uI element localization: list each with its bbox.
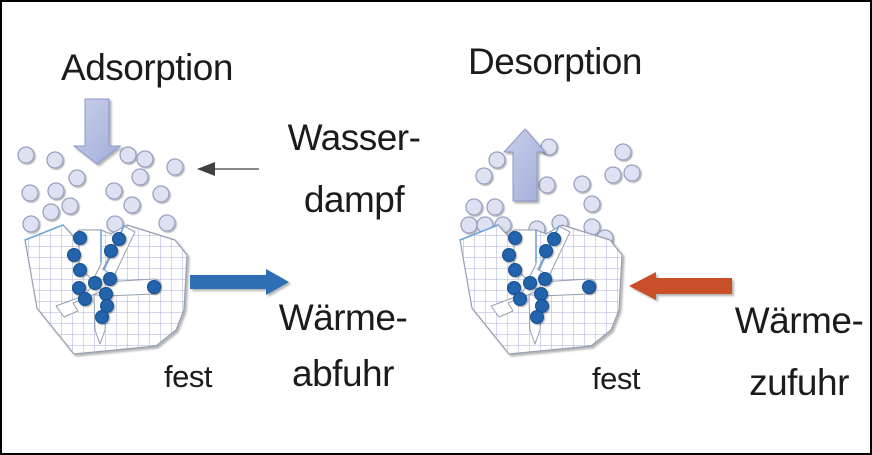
molecule-dot — [166, 158, 184, 176]
molecule-dot — [604, 166, 622, 184]
molecule-dot — [21, 184, 39, 202]
molecule-dot — [136, 150, 154, 168]
molecule-dot — [475, 167, 493, 185]
molecule-dot — [105, 182, 123, 200]
vapor-down-arrow-icon — [72, 98, 122, 165]
right-adsorbed-molecules — [502, 231, 596, 324]
molecule-dot — [523, 276, 537, 290]
vapor-pointer-arrow-icon — [197, 162, 259, 176]
molecule-dot — [131, 168, 149, 186]
molecule-dot — [72, 281, 86, 295]
molecule-dot — [573, 175, 591, 193]
molecule-dot — [73, 231, 87, 245]
molecule-dot — [112, 232, 126, 246]
molecule-dot — [582, 280, 596, 294]
molecule-dot — [123, 196, 141, 214]
heat-supply-label-line1: Wärme- — [734, 300, 864, 341]
molecule-dot — [147, 280, 161, 294]
molecule-dot — [530, 310, 544, 324]
solid-label-left: fest — [164, 359, 212, 394]
molecule-dot — [22, 215, 40, 233]
heat-supply-arrow-icon — [629, 272, 732, 300]
molecule-dot — [158, 214, 176, 232]
molecule-dot — [488, 151, 506, 169]
molecule-dot — [67, 248, 81, 262]
solid-label-right: fest — [592, 361, 640, 396]
heat-supply-label-line2: zufuhr — [749, 362, 849, 403]
molecule-dot — [73, 263, 87, 277]
molecule-dot — [540, 138, 558, 156]
molecule-dot — [508, 263, 522, 277]
molecule-dot — [42, 203, 60, 221]
molecule-dot — [623, 164, 641, 182]
molecule-dot — [47, 182, 65, 200]
molecule-dot — [539, 244, 553, 258]
vapor-label-line1: Wasser- — [287, 117, 421, 158]
molecule-dot — [508, 231, 522, 245]
molecule-dot — [104, 244, 118, 258]
desorption-title: Desorption — [468, 41, 642, 82]
heat-removal-label-line1: Wärme- — [278, 297, 408, 338]
molecule-dot — [61, 197, 79, 215]
vapor-label-line2: dampf — [303, 179, 405, 220]
molecule-dot — [78, 292, 92, 306]
molecule-dot — [103, 272, 117, 286]
molecule-dot — [88, 276, 102, 290]
left-adsorbed-molecules — [67, 231, 161, 324]
molecule-dot — [95, 310, 109, 324]
molecule-dot — [614, 143, 632, 161]
molecule-dot — [513, 292, 527, 306]
molecule-dot — [538, 272, 552, 286]
molecule-dot — [538, 176, 556, 194]
molecule-dot — [547, 232, 561, 246]
molecule-dot — [502, 248, 516, 262]
molecule-dot — [507, 281, 521, 295]
molecule-dot — [583, 195, 601, 213]
molecule-dot — [465, 198, 483, 216]
heat-removal-label-line2: abfuhr — [292, 353, 394, 394]
molecule-dot — [68, 169, 86, 187]
heat-removal-arrow-icon — [190, 269, 289, 295]
vapor-up-arrow-icon — [502, 128, 547, 202]
molecule-dot — [152, 185, 170, 203]
left-vapor-molecules — [17, 146, 184, 233]
adsorption-title: Adsorption — [61, 47, 233, 88]
molecule-dot — [17, 146, 35, 164]
molecule-dot — [486, 198, 504, 216]
molecule-dot — [46, 151, 64, 169]
molecule-dot — [99, 287, 113, 301]
molecule-dot — [460, 216, 478, 234]
molecule-dot — [534, 287, 548, 301]
molecule-dot — [119, 146, 137, 164]
